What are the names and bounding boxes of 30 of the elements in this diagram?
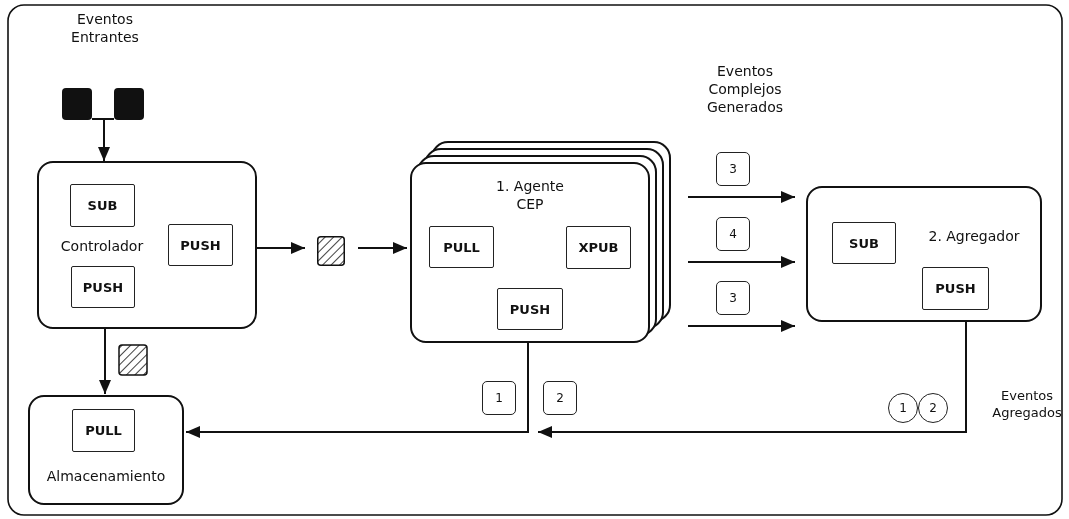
component-box: [410, 162, 650, 343]
socket-box: PULL: [429, 226, 494, 268]
socket-box: SUB: [832, 222, 896, 264]
flow-caption: Eventos Agregados: [991, 388, 1063, 422]
edge-label: 1: [482, 381, 516, 415]
edge-label: 4: [716, 217, 750, 251]
edge-label: 3: [716, 281, 750, 315]
flow-caption: Eventos Entrantes: [70, 10, 140, 47]
hatched-message-box: [317, 236, 345, 266]
component-title: 1. Agente CEP: [495, 178, 565, 213]
component-box: [37, 161, 257, 329]
socket-box: PUSH: [922, 267, 989, 310]
component-box: [28, 395, 184, 505]
edge-label: 3: [716, 152, 750, 186]
flow-caption: Eventos Complejos Generados: [706, 62, 784, 117]
edge-label: 2: [543, 381, 577, 415]
socket-box: XPUB: [566, 226, 631, 269]
component-title: 2. Agregador: [927, 228, 1021, 246]
socket-box: PUSH: [71, 266, 135, 308]
component-title: Almacenamiento: [45, 468, 167, 486]
socket-box: PULL: [72, 409, 135, 452]
component-box: [806, 186, 1042, 322]
socket-box: PUSH: [497, 288, 563, 330]
component-title: Controlador: [59, 238, 145, 256]
socket-box: PUSH: [168, 224, 233, 266]
event-square: [62, 88, 92, 120]
callout-number: 1: [888, 393, 918, 423]
socket-box: SUB: [70, 184, 135, 227]
event-square: [114, 88, 144, 120]
callout-number: 2: [918, 393, 948, 423]
